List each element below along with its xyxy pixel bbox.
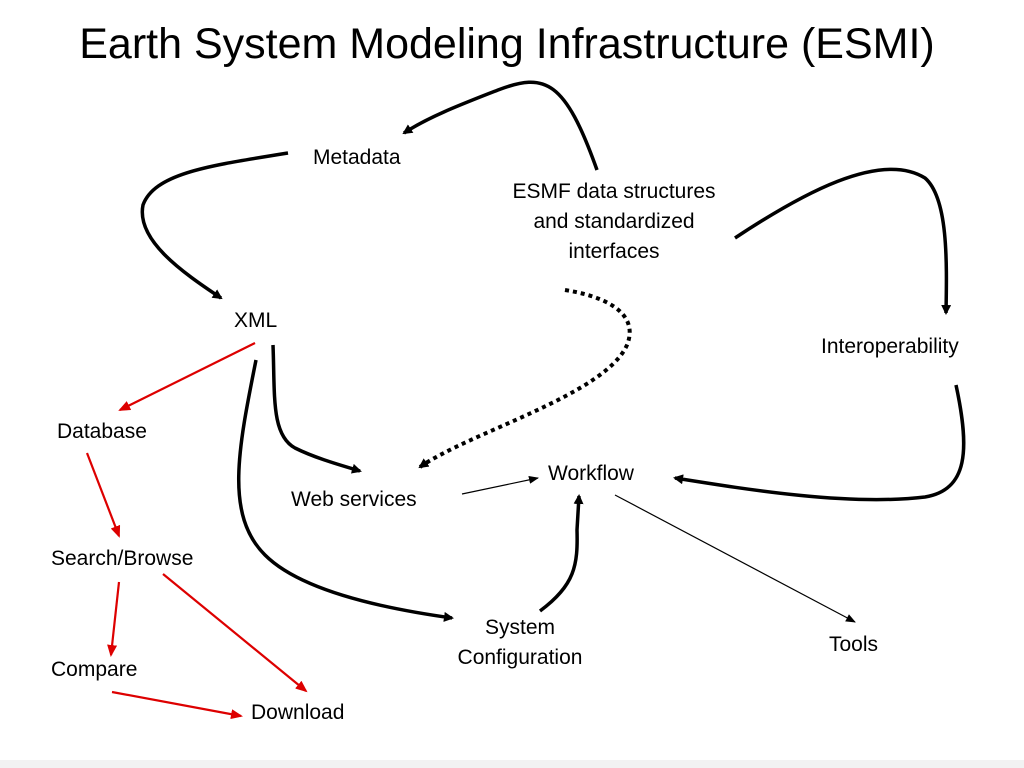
arrow-compare-to-download bbox=[111, 690, 243, 720]
node-system-configuration: System Configuration bbox=[440, 613, 600, 673]
arrow-xml-to-database bbox=[118, 342, 256, 411]
node-tools: Tools bbox=[829, 633, 879, 656]
arrow-esmf-to-interoperability bbox=[734, 167, 952, 315]
node-esmf-line-1: ESMF data structures bbox=[512, 180, 716, 203]
node-compare: Compare bbox=[51, 658, 138, 681]
node-metadata: Metadata bbox=[313, 146, 401, 169]
arrow-system-configuration-to-workflow bbox=[538, 494, 584, 613]
node-web-services: Web services bbox=[291, 488, 417, 511]
arrow-web-services-to-workflow bbox=[461, 475, 539, 495]
node-download: Download bbox=[251, 701, 345, 724]
node-database: Database bbox=[57, 420, 147, 443]
arrow-esmf-to-metadata bbox=[402, 80, 599, 171]
node-esmf-line-3: interfaces bbox=[568, 240, 660, 263]
slide-title: Earth System Modeling Infrastructure (ES… bbox=[79, 20, 935, 68]
arrow-xml-to-system-configuration bbox=[236, 359, 454, 622]
node-esmf: ESMF data structures and standardized in… bbox=[486, 177, 742, 267]
node-system-configuration-line-1: System bbox=[484, 616, 555, 639]
node-xml: XML bbox=[234, 309, 278, 332]
arrow-search-browse-to-download bbox=[162, 573, 308, 693]
slide-bottom-strip bbox=[0, 760, 1024, 768]
arrow-interoperability-to-workflow bbox=[673, 384, 966, 502]
arrow-database-to-search-browse bbox=[85, 452, 121, 538]
arrow-search-browse-to-compare bbox=[107, 581, 121, 657]
arrow-metadata-to-xml bbox=[140, 151, 289, 300]
node-search-browse: Search/Browse bbox=[51, 547, 194, 570]
node-esmf-line-2: and standardized bbox=[533, 210, 695, 233]
arrow-esmf-to-web-services bbox=[418, 288, 632, 469]
node-interoperability: Interoperability bbox=[821, 335, 959, 358]
node-workflow: Workflow bbox=[548, 462, 634, 485]
arrow-workflow-to-tools bbox=[614, 494, 856, 623]
node-system-configuration-line-2: Configuration bbox=[457, 646, 583, 669]
arrow-xml-to-web-services bbox=[271, 344, 362, 474]
